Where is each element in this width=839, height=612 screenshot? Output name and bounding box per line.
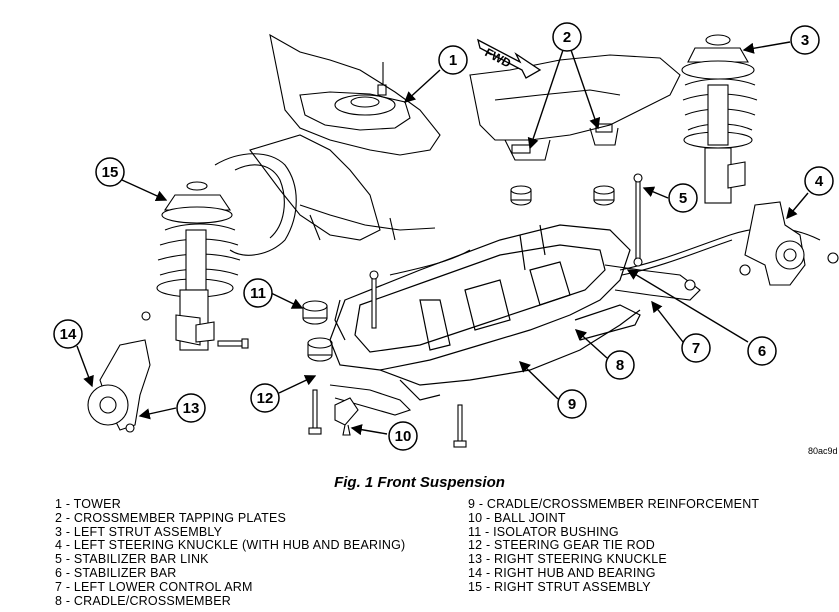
callout-1: 1 bbox=[438, 45, 468, 75]
tower-body-drawing bbox=[214, 33, 441, 256]
legend-item: 15 - RIGHT STRUT ASSEMBLY bbox=[468, 579, 651, 594]
svg-text:12: 12 bbox=[257, 390, 274, 407]
svg-text:8: 8 bbox=[616, 357, 624, 374]
legend-item: 11 - ISOLATOR BUSHING bbox=[468, 524, 619, 539]
isolator-bushings-drawing bbox=[302, 185, 615, 362]
svg-text:3: 3 bbox=[801, 32, 809, 49]
cradle-crossmember-drawing bbox=[329, 224, 641, 401]
legend-item: 10 - BALL JOINT bbox=[468, 510, 566, 525]
figure-caption: Fig. 1 Front Suspension bbox=[334, 474, 505, 491]
svg-text:6: 6 bbox=[758, 343, 766, 360]
legend-item: 1 - TOWER bbox=[55, 497, 121, 511]
legend-item: 13 - RIGHT STEERING KNUCKLE bbox=[468, 552, 667, 567]
svg-text:11: 11 bbox=[250, 285, 266, 302]
callout-10: 10 bbox=[388, 421, 418, 451]
left-strut-assembly-drawing bbox=[681, 34, 758, 204]
legend-item: 6 - STABILIZER BAR bbox=[55, 565, 177, 580]
callout-7: 7 bbox=[681, 333, 711, 363]
ball-joint-bolts-drawing bbox=[217, 270, 467, 448]
svg-text:9: 9 bbox=[568, 396, 576, 413]
leader-lines bbox=[76, 41, 809, 436]
svg-text:5: 5 bbox=[679, 190, 687, 207]
callout-12: 12 bbox=[250, 383, 280, 413]
svg-text:7: 7 bbox=[692, 340, 700, 357]
callout-13: 13 bbox=[176, 393, 206, 423]
svg-text:1: 1 bbox=[449, 52, 457, 69]
legend-item: 8 - CRADLE/CROSSMEMBER bbox=[55, 593, 231, 608]
callout-2: 2 bbox=[552, 22, 582, 52]
image-code: 80ac9d bbox=[808, 446, 838, 456]
legend-item: 3 - LEFT STRUT ASSEMBLY bbox=[55, 524, 223, 539]
legend-item: 14 - RIGHT HUB AND BEARING bbox=[468, 565, 656, 580]
legend-item: 2 - CROSSMEMBER TAPPING PLATES bbox=[55, 510, 287, 525]
callout-8: 8 bbox=[605, 350, 635, 380]
front-suspension-diagram: FWD bbox=[53, 22, 839, 456]
left-steering-knuckle-drawing bbox=[739, 201, 839, 286]
frame-rail-drawing bbox=[469, 54, 681, 161]
legend-right: 9 - CRADLE/CROSSMEMBER REINFORCEMENT 10 … bbox=[468, 497, 760, 595]
svg-text:14: 14 bbox=[60, 326, 77, 343]
svg-text:2: 2 bbox=[563, 29, 571, 46]
right-strut-assembly-drawing bbox=[156, 181, 241, 351]
legend-item: 7 - LEFT LOWER CONTROL ARM bbox=[55, 579, 253, 594]
svg-text:4: 4 bbox=[815, 173, 824, 190]
callout-15: 15 bbox=[95, 157, 125, 187]
callout-14: 14 bbox=[53, 319, 83, 349]
legend-item: 4 - LEFT STEERING KNUCKLE (WITH HUB AND … bbox=[55, 538, 406, 553]
callout-9: 9 bbox=[557, 389, 587, 419]
control-arm-stabilizer-drawing bbox=[329, 173, 821, 416]
right-knuckle-hub-drawing bbox=[87, 311, 151, 433]
callout-11: 11 bbox=[243, 278, 273, 308]
svg-text:15: 15 bbox=[102, 164, 119, 181]
callout-3: 3 bbox=[790, 25, 820, 55]
svg-text:10: 10 bbox=[395, 428, 412, 445]
legend-left: 1 - TOWER 2 - CROSSMEMBER TAPPING PLATES… bbox=[55, 497, 406, 608]
callout-5: 5 bbox=[668, 183, 698, 213]
callout-6: 6 bbox=[747, 336, 777, 366]
callout-4: 4 bbox=[804, 166, 834, 196]
legend-item: 9 - CRADLE/CROSSMEMBER REINFORCEMENT bbox=[468, 497, 760, 511]
fwd-label: FWD bbox=[483, 45, 514, 70]
legend-item: 12 - STEERING GEAR TIE ROD bbox=[468, 538, 655, 553]
legend-item: 5 - STABILIZER BAR LINK bbox=[55, 552, 209, 567]
svg-text:13: 13 bbox=[183, 400, 200, 417]
